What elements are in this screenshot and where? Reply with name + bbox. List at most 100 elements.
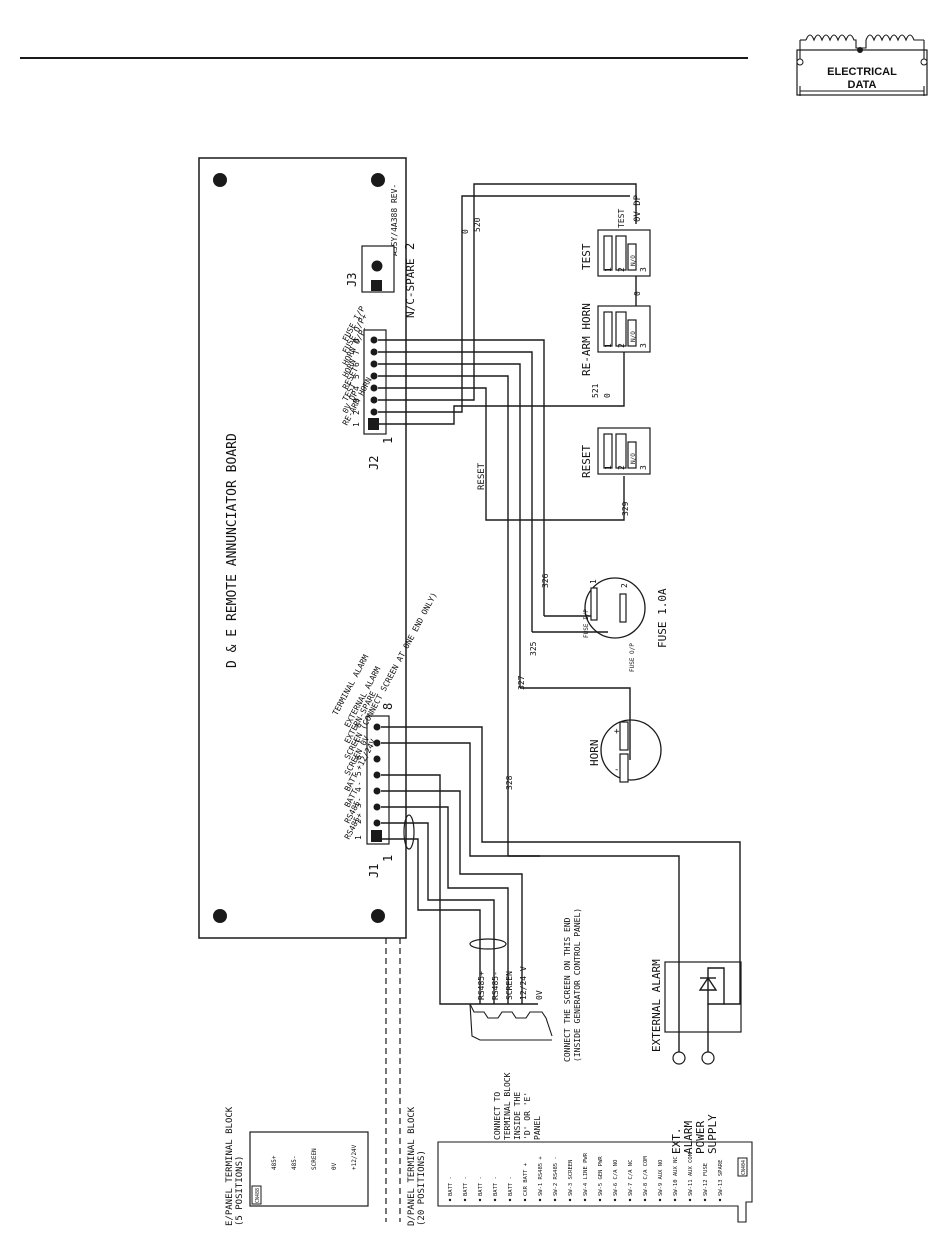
cable-cores: RS485+ RS485- SCREEN 12/24 V 0V CONNECT …	[469, 908, 582, 1140]
j1-pin8: 8	[381, 703, 395, 710]
ext-supply-label: ALARM	[682, 1121, 695, 1154]
d-block-term: SW-9 AUX NO	[658, 1160, 664, 1196]
wire-label: 329	[621, 501, 630, 516]
d-block-term: BATT -	[508, 1176, 514, 1196]
fuse-op-label: FUSE O/P	[629, 643, 636, 672]
connector-j3: J3 2 N/C-SPARE	[345, 243, 417, 318]
core-label: RS485+	[477, 971, 486, 1000]
test-switch-pin: 1	[604, 267, 613, 272]
ext-supply-label: SUPPLY	[706, 1114, 719, 1154]
cable-note: CONNECT TO	[493, 1092, 502, 1140]
fuse-ip-label: FUSE I/P	[583, 609, 590, 638]
d-block-term: SW-13 SPARE	[718, 1160, 724, 1196]
d-block-title: (20 POSITIONS)	[417, 1150, 427, 1226]
connector-j1: J1 1 8 1 2 3 4 5 6 7 8 RS485+ RS485- BAT…	[331, 591, 439, 878]
e-block-term: 485-	[291, 1156, 298, 1170]
wire-label: 0	[603, 393, 612, 398]
e-block-term: 485+	[271, 1155, 278, 1170]
test-switch-pin: 2	[617, 267, 626, 272]
e-block-tag: CN488	[255, 1188, 261, 1203]
d-block-term: BATT -	[463, 1176, 469, 1196]
fuse-pin: 1	[589, 579, 598, 584]
d-block-terminal	[463, 1198, 467, 1202]
j1-wiring	[381, 726, 741, 1038]
reset-switch-no: N/O	[630, 453, 637, 464]
supply-terminal	[701, 1051, 715, 1065]
wire-label: RESET	[477, 462, 487, 490]
j2-pin1: 1	[381, 437, 395, 444]
d-block-terminal	[478, 1198, 482, 1202]
electrical-data-logo: ELECTRICAL DATA	[796, 34, 928, 96]
d-block-terminal	[568, 1198, 572, 1202]
rearm-switch-no: N/O	[630, 331, 637, 342]
wire-label: 520	[473, 217, 482, 232]
fuse-title: FUSE 1.0A	[656, 588, 669, 648]
wire-label: 0	[461, 229, 470, 234]
horn: + - HORN	[588, 719, 662, 783]
d-block-terminal	[598, 1198, 602, 1202]
j1-pin-num: 8	[354, 723, 363, 728]
d-block-term: SW-1 RS485 +	[538, 1156, 544, 1196]
j1-pin-num: 3	[354, 803, 363, 808]
wire-label: 326	[541, 573, 550, 588]
e-block-term: SCREEN	[311, 1148, 318, 1170]
j2-pin-num: 5	[352, 374, 361, 379]
d-block-terminal	[523, 1198, 527, 1202]
d-block-terminal	[583, 1198, 587, 1202]
annunciator-board: D & E REMOTE ANNUNCIATOR BOARD ASSY/4A38…	[198, 157, 407, 939]
d-block-terminal	[508, 1198, 512, 1202]
d-block-term: BATT -	[478, 1176, 484, 1196]
cable-note: TERMINAL BLOCK	[503, 1072, 512, 1140]
fuse-holder: 1 2 FUSE I/P FUSE O/P FUSE 1.0A	[583, 577, 669, 672]
test-switch-title: TEST	[580, 243, 593, 270]
rearm-switch-title: RE-ARM HORN	[580, 303, 593, 376]
e-panel-terminal-block: E/PANEL TERMINAL BLOCK (5 POSITIONS) CN4…	[225, 1106, 369, 1226]
d-block-terminal	[673, 1198, 677, 1202]
rearm-switch-pin: 1	[604, 343, 613, 348]
d-block-term: BATT -	[493, 1176, 499, 1196]
mounting-hole	[213, 909, 227, 923]
d-block-term: SW-12 FUSE	[703, 1163, 709, 1196]
core-label: SCREEN	[505, 971, 514, 1000]
j3-name: J3	[345, 273, 359, 287]
d-block-tag: CN404	[741, 1160, 747, 1175]
core-label: 12/24 V	[519, 966, 528, 1000]
j2-pin-num: 4	[352, 386, 361, 391]
reset-switch-pin: 2	[617, 465, 626, 470]
j1-pin1: 1	[381, 855, 395, 862]
d-block-terminal	[493, 1198, 497, 1202]
d-block-term: SW-8 C/A COM	[643, 1156, 649, 1196]
j1-pin-num: 6	[354, 755, 363, 760]
cable-note: INSIDE THE	[513, 1092, 522, 1140]
d-block-term: BATT -	[448, 1176, 454, 1196]
j1-name: J1	[367, 864, 381, 878]
j3-pin2: 2	[403, 243, 417, 250]
fuse-pin: 2	[620, 583, 629, 588]
d-block-terminal	[448, 1198, 452, 1202]
e-block-term: 0V	[331, 1162, 338, 1170]
d-block-title: D/PANEL TERMINAL BLOCK	[407, 1106, 417, 1226]
wire-label: 0	[633, 291, 642, 296]
horn-plus: +	[614, 727, 620, 737]
e-block-title: E/PANEL TERMINAL BLOCK	[225, 1106, 235, 1226]
d-block-terminal	[538, 1198, 542, 1202]
e-block-title: (5 POSITIONS)	[235, 1156, 245, 1226]
supply-terminal	[672, 1051, 686, 1065]
d-block-terminal	[658, 1198, 662, 1202]
j2-pin-num: 6	[352, 362, 361, 367]
test-switch-no: N/O	[630, 255, 637, 266]
d-block-term: SW-11 AUX COM	[688, 1152, 694, 1196]
mounting-hole	[371, 173, 385, 187]
j2-pin-num: 3	[352, 398, 361, 403]
rearm-switch-pin: 3	[639, 343, 648, 348]
ext-alarm-title: EXTERNAL ALARM	[650, 959, 663, 1052]
d-block-term: SW-6 C/A NO	[613, 1160, 619, 1196]
rearm-horn-switch: RE-ARM HORN 1 2 3 N/O	[580, 303, 651, 376]
connector-j2: J2 1 1 2 3 4 5 6 7 8 RE-ARM HORN 0V DP T…	[341, 305, 395, 470]
d-block-term: SW-4 LINE PWR	[583, 1152, 589, 1196]
j1-pin-num: 1	[354, 835, 363, 840]
d-panel-terminal-block: D/PANEL TERMINAL BLOCK (20 POSITIONS) CN…	[407, 1106, 753, 1226]
reset-switch-pin: 1	[604, 465, 613, 470]
wire-label: 521	[591, 383, 600, 398]
